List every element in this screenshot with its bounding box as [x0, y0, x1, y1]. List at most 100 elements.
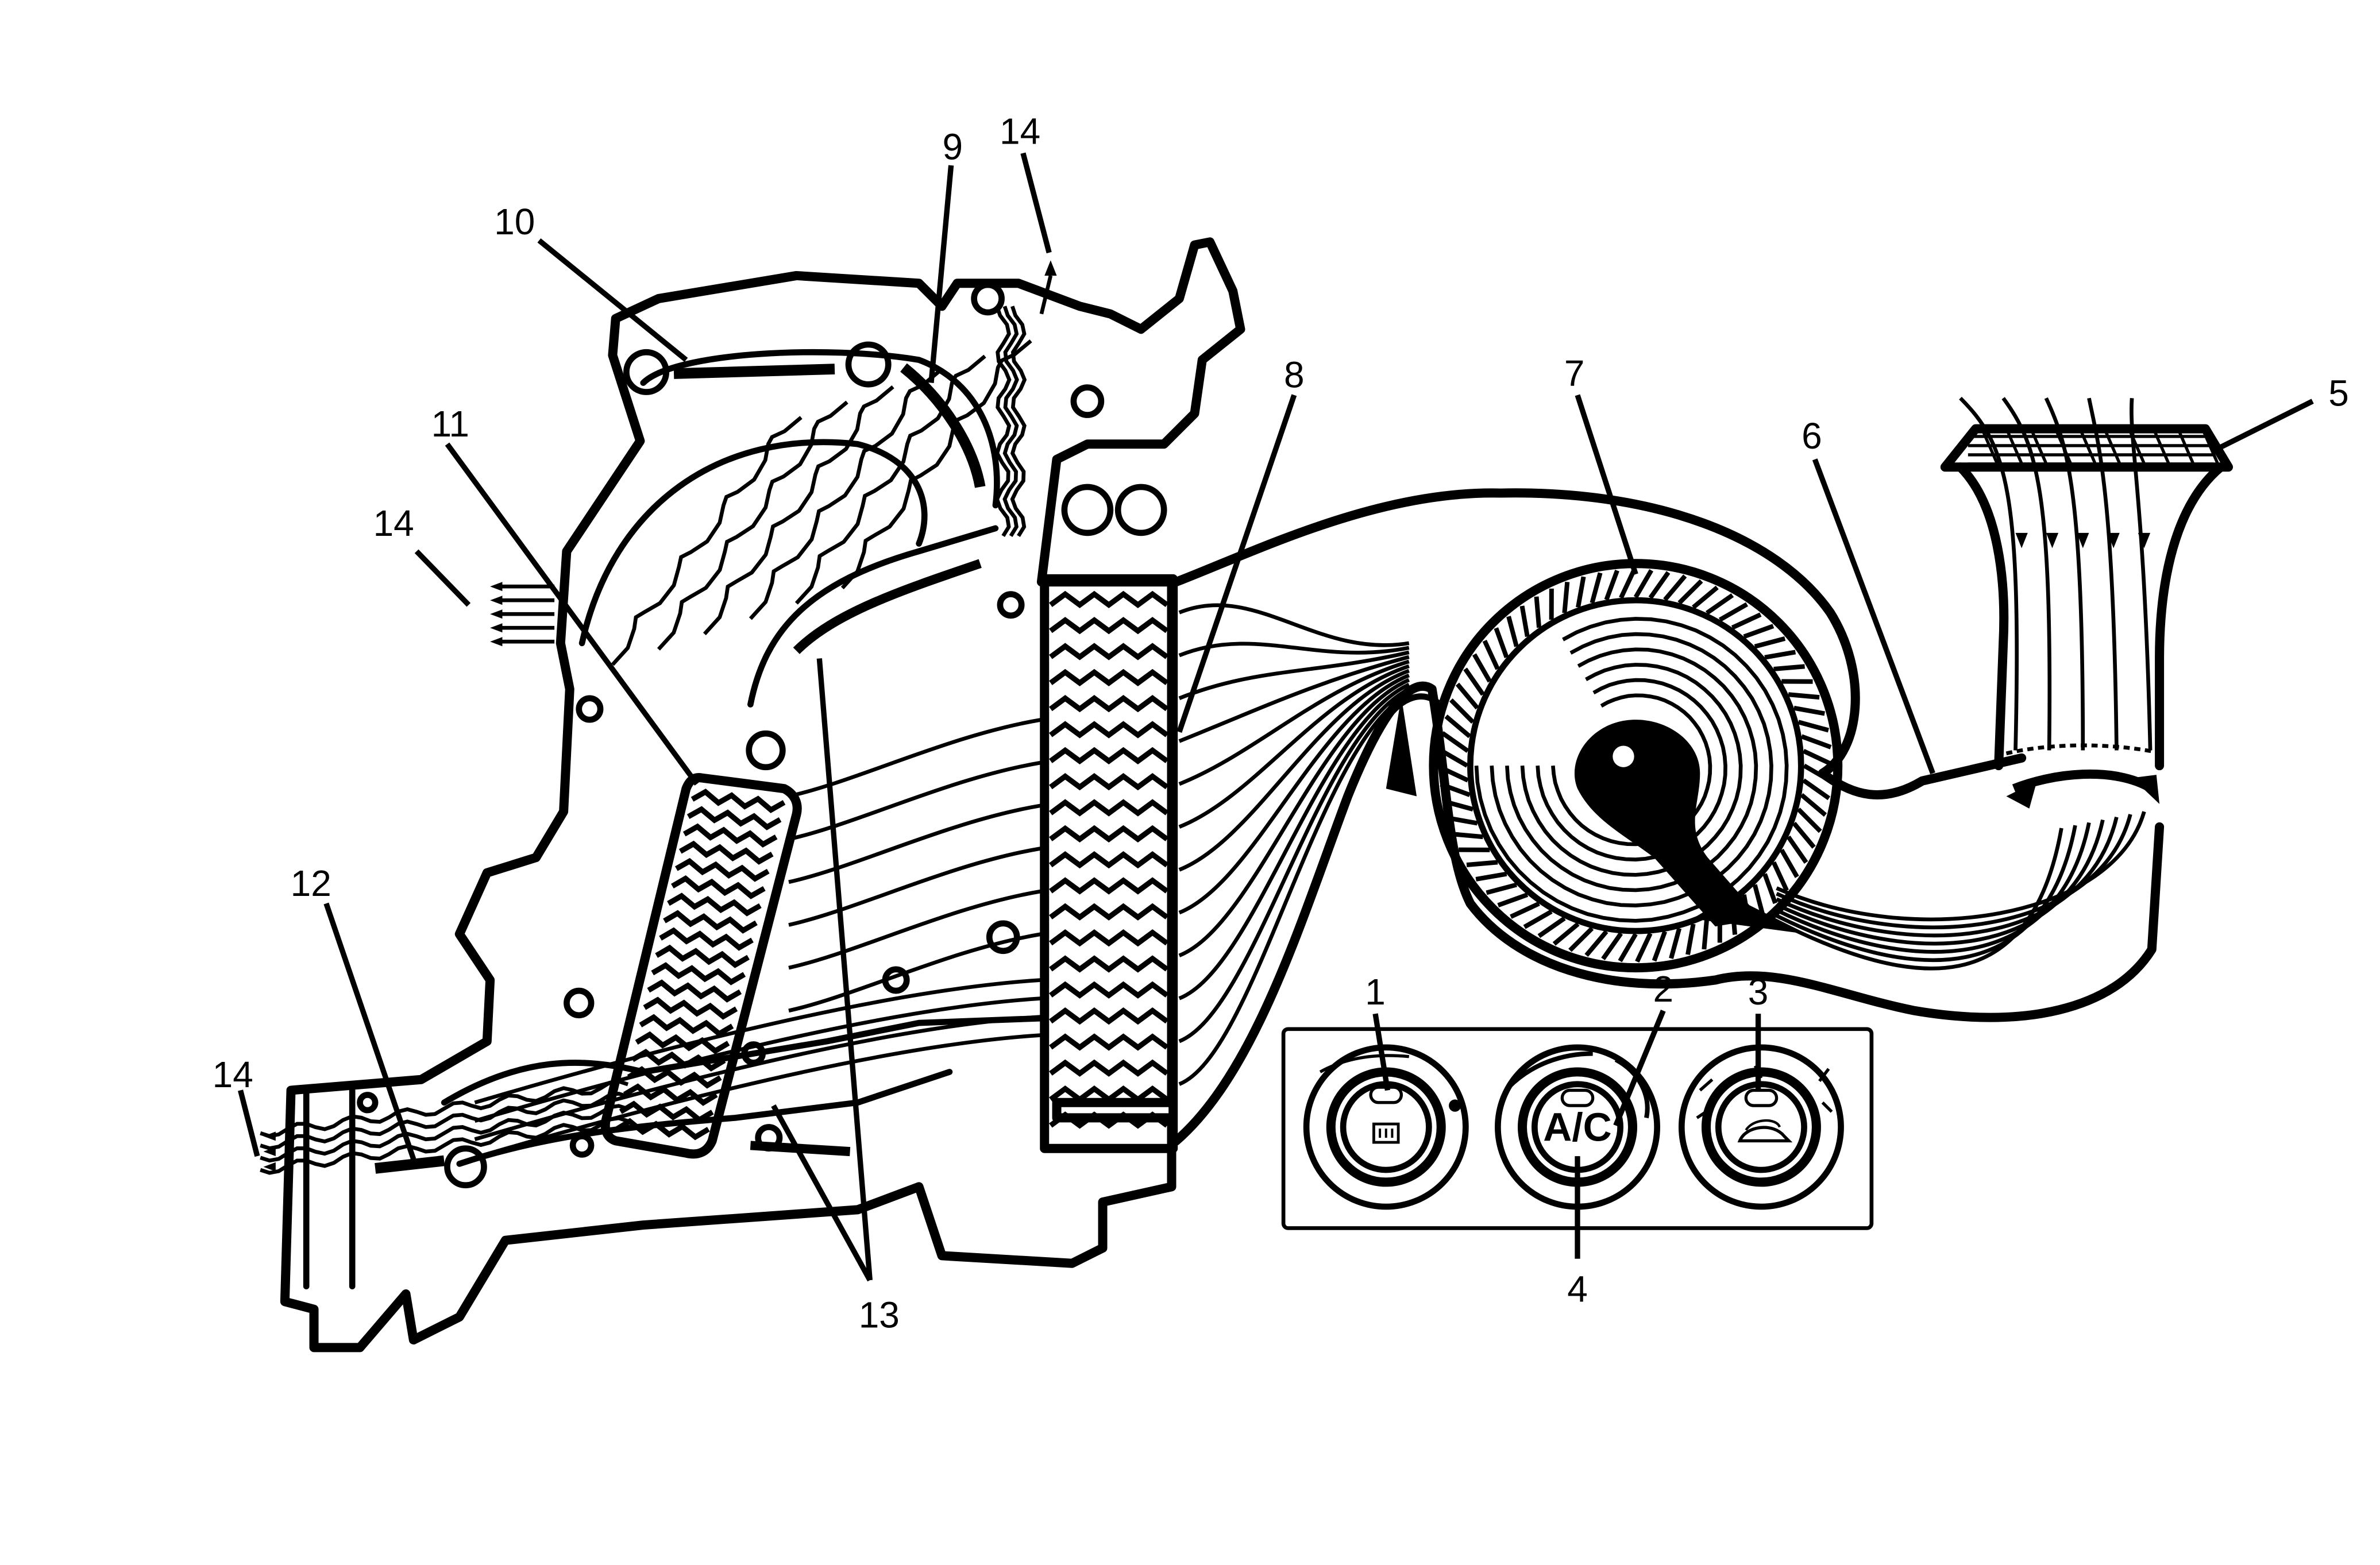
warm-airflow [703, 385, 894, 636]
mount-hole [971, 281, 1005, 316]
fan-blade [1446, 815, 1478, 826]
blower-air-spiral [1474, 617, 1789, 923]
floor-door [375, 1155, 445, 1174]
ac-button-label[interactable]: A/C [1543, 1104, 1611, 1149]
intake-duct-left [1955, 462, 2009, 771]
leader-13a [816, 658, 873, 1281]
heater-fin [659, 927, 754, 951]
fan-blade [1475, 871, 1507, 882]
callout-2: 2 [1653, 968, 1674, 1010]
floor-airflow [260, 1091, 629, 1150]
leader-13b [771, 1104, 873, 1282]
fan-blade [1452, 832, 1483, 840]
warm-airflow [794, 354, 986, 605]
fan-blade [1633, 569, 1654, 598]
fan-blade [1652, 930, 1667, 962]
evaporator-fin [1049, 825, 1169, 843]
blower-inner-lip [1383, 693, 1443, 723]
mount-hole [1061, 484, 1114, 536]
fan-blade [1442, 799, 1474, 812]
fan-blade [1788, 692, 1820, 700]
fan-blade [1537, 916, 1566, 938]
housing-inner-wall [578, 439, 928, 647]
fan-blade [1604, 570, 1619, 601]
heater-fin [691, 789, 786, 813]
blower-fan-blades [1438, 569, 1833, 963]
fan-blade [1743, 624, 1775, 639]
leader-2 [1613, 1010, 1666, 1127]
heater-core-frame [600, 773, 802, 1159]
fan-blade [1793, 705, 1825, 716]
leader-1 [1372, 1013, 1391, 1091]
mount-hole [569, 1133, 595, 1158]
mount-hole [1070, 384, 1105, 418]
leader-6 [1812, 458, 1935, 775]
evaporator-fin [1049, 851, 1169, 869]
callout-9: 9 [942, 126, 963, 167]
fan-blade [1677, 579, 1703, 605]
heater-core [600, 773, 802, 1159]
fan-blade [1764, 650, 1796, 660]
airflow-line [474, 996, 1042, 1123]
fan-blade [1494, 627, 1509, 658]
arrow-head [2015, 532, 2028, 548]
grille-slat [1982, 431, 2000, 468]
airflow-line [1178, 673, 1410, 915]
airflow-line [1776, 819, 2105, 946]
temperature-knob[interactable]: A/C [1495, 1044, 1660, 1210]
knob-indicator [1560, 1088, 1595, 1107]
evaporator-fins [1049, 590, 1169, 1129]
callout-10: 10 [494, 201, 535, 242]
arrow-head [263, 1162, 276, 1172]
mode-knob[interactable] [1678, 1044, 1844, 1210]
fan-blade [1800, 734, 1832, 749]
callout-11: 11 [431, 403, 469, 445]
fan-blade [1438, 765, 1469, 783]
arrow-head [263, 1147, 276, 1157]
heater-fin [627, 1066, 722, 1089]
fan-blade [1705, 593, 1734, 615]
airflow-line [788, 889, 1042, 970]
airflow-line [1178, 687, 1410, 1044]
floor-airflow [260, 1104, 629, 1163]
outlet-arrows [263, 260, 1057, 1172]
intake-flow-line [1959, 396, 2019, 751]
fan-blade [1486, 882, 1517, 895]
fan-speed-icon [1449, 1099, 1461, 1112]
evaporator-fin [1049, 1007, 1169, 1025]
airflow-line [788, 760, 1042, 841]
fan-blade [1497, 892, 1529, 908]
heater-fin [671, 875, 766, 899]
leader-14-top [1020, 152, 1052, 254]
blower-assembly [1171, 488, 2165, 1146]
grille-slat [2104, 431, 2123, 468]
intake-duct-right [2155, 462, 2225, 771]
callout-5: 5 [2328, 373, 2349, 414]
fan-blade [1576, 576, 1586, 608]
fan-blade [1702, 918, 1710, 950]
fan-blade [1796, 807, 1822, 833]
air-intake [1940, 396, 2234, 809]
fan-blade [1439, 748, 1469, 768]
defrost-door [673, 364, 835, 379]
airflow-line [1776, 825, 2077, 963]
airflow-line [1178, 603, 1410, 647]
fan-blade [1618, 933, 1638, 963]
fan-blade [1568, 926, 1594, 952]
heater-core-fins [615, 789, 786, 1141]
fan-blade [1440, 782, 1471, 797]
floor-airflow [260, 1079, 629, 1138]
fan-blade [1519, 605, 1530, 637]
fan-blade [1584, 930, 1608, 957]
callout-3: 3 [1748, 971, 1769, 1013]
knob-face [1340, 1081, 1432, 1173]
evaporator-fin [1049, 1059, 1169, 1077]
evaporator-fin [1049, 955, 1169, 973]
grille-slat [2153, 431, 2172, 468]
fan-blade [1685, 923, 1696, 955]
housing-inner-wall-upper [640, 349, 1000, 509]
fan-blade [1444, 714, 1472, 739]
airflow-line [1776, 816, 2119, 938]
arrow-head [2132, 775, 2160, 804]
callout-12: 12 [291, 863, 331, 904]
